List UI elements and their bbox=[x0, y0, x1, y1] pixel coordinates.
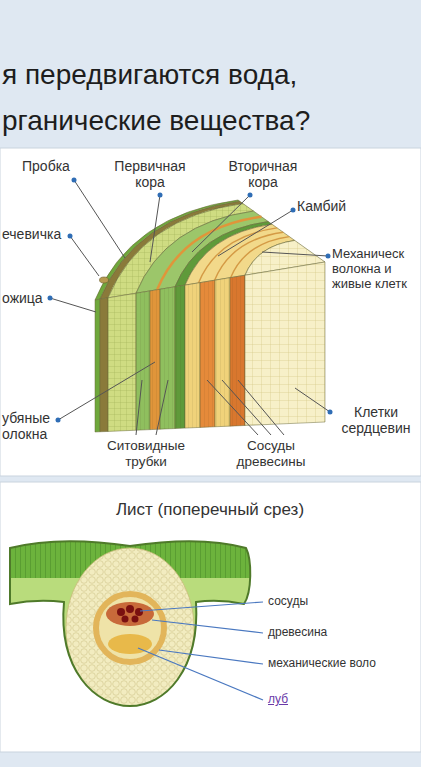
slide-title: я передвигаются вода, рганические вещест… bbox=[2, 52, 418, 144]
part-label: Вторичная кора bbox=[222, 158, 304, 190]
leader-dots bbox=[48, 178, 333, 423]
vessels bbox=[117, 605, 143, 623]
leader-line bbox=[152, 620, 263, 633]
leader-line bbox=[156, 380, 168, 435]
cork-stripe bbox=[100, 298, 108, 432]
leader-line bbox=[74, 180, 125, 258]
leaf-section bbox=[0, 530, 260, 720]
part-label: сосуды bbox=[268, 594, 416, 608]
leader-line bbox=[159, 650, 263, 664]
epidermis-stripe bbox=[95, 299, 100, 432]
panel bbox=[0, 148, 421, 476]
leader-dot bbox=[326, 254, 331, 259]
part-label: Сосуды древесины bbox=[225, 438, 317, 470]
leader-lines bbox=[50, 180, 330, 435]
vascular-bundle bbox=[99, 597, 161, 659]
leader-line bbox=[136, 380, 142, 435]
part-label: ечевичка bbox=[2, 226, 68, 242]
leader-dot bbox=[56, 418, 61, 423]
xylem bbox=[106, 602, 154, 626]
leaf-outline bbox=[10, 541, 250, 706]
leader-line bbox=[295, 388, 330, 412]
leader-dot bbox=[48, 296, 53, 301]
leader-line bbox=[207, 380, 258, 435]
pith-stripe bbox=[245, 262, 325, 425]
leader-dot bbox=[291, 208, 296, 213]
stem-front-face bbox=[95, 262, 325, 432]
leaf-leader-lines bbox=[138, 602, 263, 700]
leader-line bbox=[70, 236, 99, 276]
leader-line bbox=[150, 195, 160, 262]
leader-dot bbox=[68, 234, 73, 239]
part-label: убяные олокна bbox=[2, 410, 58, 442]
leader-line bbox=[192, 195, 250, 252]
vessel bbox=[135, 608, 143, 616]
part-label: Клетки сердцевин bbox=[334, 404, 418, 436]
part-label: древесина bbox=[268, 625, 416, 639]
leader-line bbox=[262, 252, 328, 256]
leader-dot bbox=[328, 410, 333, 415]
part-label: луб bbox=[268, 692, 416, 706]
leader-line bbox=[222, 380, 271, 435]
part-label: Камбий bbox=[297, 198, 367, 214]
fiber-ring bbox=[96, 594, 164, 662]
part-label: механические воло bbox=[268, 656, 416, 670]
leader-line bbox=[50, 298, 96, 312]
vessel bbox=[126, 605, 134, 613]
leader-dot bbox=[158, 193, 163, 198]
cortex-stripe bbox=[108, 293, 136, 431]
vessel bbox=[122, 616, 129, 623]
figure-heading: Лист (поперечный срез) bbox=[60, 500, 360, 520]
leader-line bbox=[218, 210, 293, 256]
part-label: ожица bbox=[2, 290, 48, 306]
leader-dot bbox=[72, 178, 77, 183]
vessel bbox=[132, 616, 139, 623]
part-label: Ситовидные трубки bbox=[101, 438, 191, 470]
lenticel bbox=[100, 277, 109, 283]
leader-line bbox=[138, 648, 263, 700]
leader-line bbox=[238, 380, 284, 435]
panel bbox=[0, 482, 421, 752]
vessel bbox=[117, 608, 125, 616]
part-label: Первичная кора bbox=[110, 158, 190, 190]
leader-line bbox=[140, 602, 263, 611]
leader-dot bbox=[248, 193, 253, 198]
part-label: Пробка bbox=[22, 158, 92, 174]
spongy-tissue bbox=[0, 530, 260, 720]
part-label: Механическ волокна и живые клетк bbox=[332, 246, 418, 291]
tube-texture bbox=[136, 275, 245, 430]
